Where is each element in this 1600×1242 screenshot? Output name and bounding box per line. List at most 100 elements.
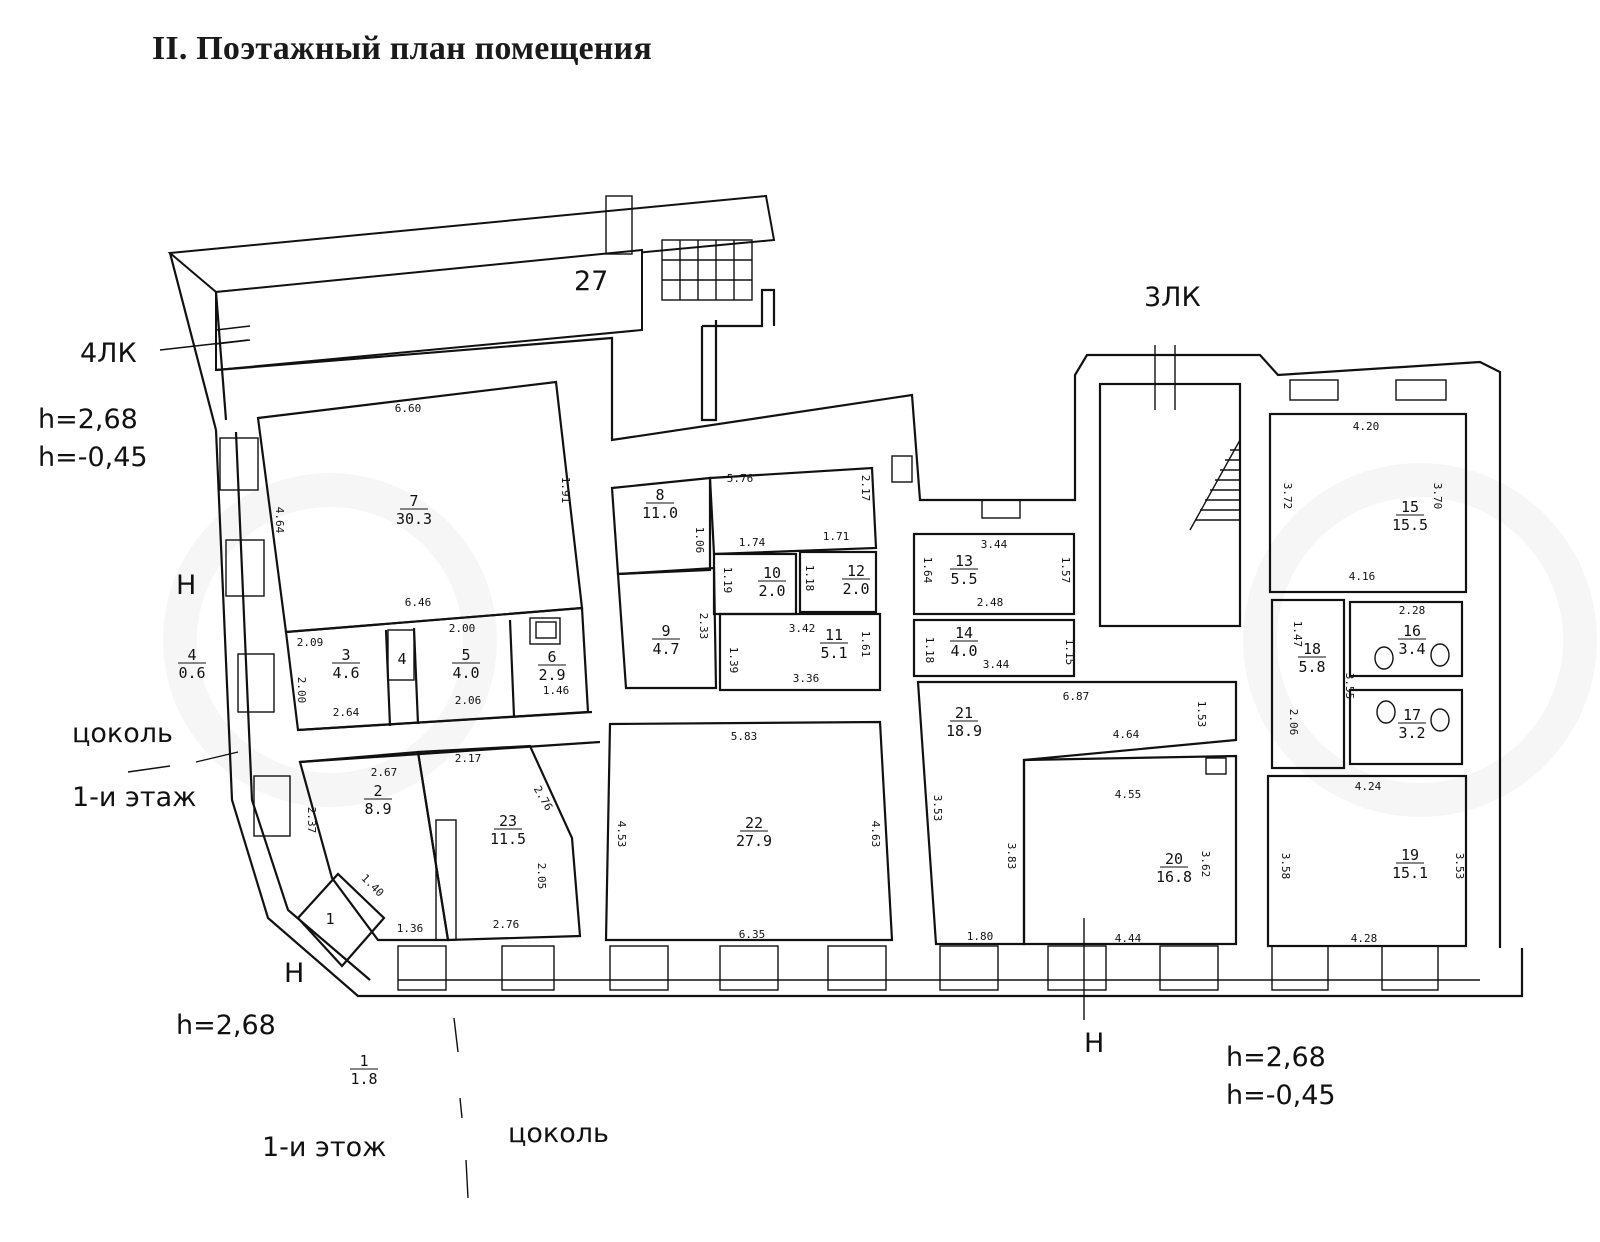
room-13 xyxy=(912,532,1076,616)
room-number: 4 xyxy=(187,646,196,664)
room-area: 5.8 xyxy=(1298,658,1325,676)
room-area: 2.0 xyxy=(842,580,869,598)
dimension-label: 1.91 xyxy=(559,477,572,504)
room-area: 11.0 xyxy=(642,504,678,522)
dimension-label: 1.80 xyxy=(967,930,994,943)
north-wing-walls xyxy=(167,194,1502,948)
outer-walls xyxy=(214,429,1524,998)
room-number: 14 xyxy=(955,624,973,642)
dimension-label: 2.00 xyxy=(295,677,308,704)
room-label-r1b: 11.8 xyxy=(350,1052,378,1088)
room-19 xyxy=(1266,774,1468,948)
dimension-label: 4.16 xyxy=(1349,570,1376,583)
room-label-r8: 811.0 xyxy=(642,486,678,522)
dimension-label: 1.47 xyxy=(1291,621,1304,648)
room-area: 3.4 xyxy=(1398,640,1425,658)
dimension-label: 6.35 xyxy=(739,928,766,941)
dimension-label: 3.70 xyxy=(1431,483,1444,510)
room-number: 11 xyxy=(825,626,843,644)
room-area: 4.6 xyxy=(332,664,359,682)
room-area: 4.0 xyxy=(950,642,977,660)
dimension-label: 2.06 xyxy=(455,694,482,707)
dimension-label: 2.67 xyxy=(371,766,398,779)
dimension-label: 5.76 xyxy=(727,472,754,485)
room-number: 16 xyxy=(1403,622,1421,640)
room-number: 9 xyxy=(661,622,670,640)
dimension-label: 4.63 xyxy=(869,821,882,848)
room-label-r10: 102.0 xyxy=(758,564,786,600)
dimension-label: 2.06 xyxy=(1287,709,1300,736)
room-label-r9: 94.7 xyxy=(652,622,680,658)
room-16 xyxy=(1348,600,1464,678)
floor1-left: 1-и этаж xyxy=(72,782,196,813)
room-area: 0.6 xyxy=(178,664,205,682)
room-area: 5.1 xyxy=(820,644,847,662)
dimension-label: 4.64 xyxy=(1113,728,1140,741)
room-9 xyxy=(616,566,718,690)
room-label-r4b: 40.6 xyxy=(178,646,206,682)
room-area: 2.9 xyxy=(538,666,565,684)
dimension-label: 4.20 xyxy=(1353,420,1380,433)
room-label-r14: 144.0 xyxy=(950,624,978,660)
dimension-label: 4.64 xyxy=(273,507,286,534)
dimension-label: 2.28 xyxy=(1399,604,1426,617)
dimension-label: 3.44 xyxy=(981,538,1008,551)
dimension-label: 2.09 xyxy=(297,636,324,649)
dimension-label: 6.46 xyxy=(405,596,432,609)
stair-3lk xyxy=(1098,345,1242,628)
rooms xyxy=(256,379,1468,968)
height-left-1: h=2,68 xyxy=(38,404,138,435)
room-label-r7: 730.3 xyxy=(396,492,432,528)
room-1 xyxy=(296,872,386,968)
room-area: 3.2 xyxy=(1398,724,1425,742)
room-number: 13 xyxy=(955,552,973,570)
west-windows xyxy=(219,437,291,837)
dimension-label: 1.18 xyxy=(803,565,816,592)
dimension-label: 1.71 xyxy=(823,530,850,543)
height-bottom-left: h=2,68 xyxy=(176,1010,276,1041)
dimension-label: 2.64 xyxy=(333,706,360,719)
room-23 xyxy=(416,744,582,942)
label-27: 27 xyxy=(574,266,608,297)
room-22 xyxy=(604,720,894,942)
dimension-label: 2.33 xyxy=(697,613,710,640)
room-number: 1 xyxy=(325,910,334,928)
room-area: 15.1 xyxy=(1392,864,1428,882)
room-label-r5: 54.0 xyxy=(452,646,480,682)
floor-divider-lines xyxy=(127,339,1085,1199)
room-number: 10 xyxy=(763,564,781,582)
room-area: 4.7 xyxy=(652,640,679,658)
room-number: 23 xyxy=(499,812,517,830)
dimension-label: 4.24 xyxy=(1355,780,1382,793)
n-bottom-right: Н xyxy=(1084,1028,1104,1059)
dimension-label: 2.17 xyxy=(859,475,872,502)
dimension-label: 3.62 xyxy=(1199,851,1212,878)
dimension-label: 2.17 xyxy=(455,752,482,765)
dimension-label: 4.53 xyxy=(615,821,628,848)
room-area: 4.0 xyxy=(452,664,479,682)
room-11 xyxy=(718,612,882,692)
dimension-label: 3.53 xyxy=(931,795,944,822)
room-number: 17 xyxy=(1403,706,1421,724)
room-20 xyxy=(1022,754,1238,946)
room-area: 30.3 xyxy=(396,510,432,528)
room-number: 3 xyxy=(341,646,350,664)
height-bottom-right-2: h=-0,45 xyxy=(1226,1080,1336,1111)
room-number: 1 xyxy=(359,1052,368,1070)
room-15 xyxy=(1268,412,1468,594)
dimension-label: 3.53 xyxy=(1453,853,1466,880)
dimension-label: 1.18 xyxy=(923,637,936,664)
dimension-label: 3.55 xyxy=(1343,673,1356,700)
dimension-label: 1.39 xyxy=(727,647,740,674)
room-8 xyxy=(610,476,712,576)
room-label-r3: 34.6 xyxy=(332,646,360,682)
dimension-label: 2.48 xyxy=(977,596,1004,609)
page-title: II. Поэтажный план помещения xyxy=(152,30,652,67)
room-18 xyxy=(1270,598,1346,770)
n-left: Н xyxy=(176,570,196,601)
stair-4lk-label: 4ЛК xyxy=(80,338,137,369)
